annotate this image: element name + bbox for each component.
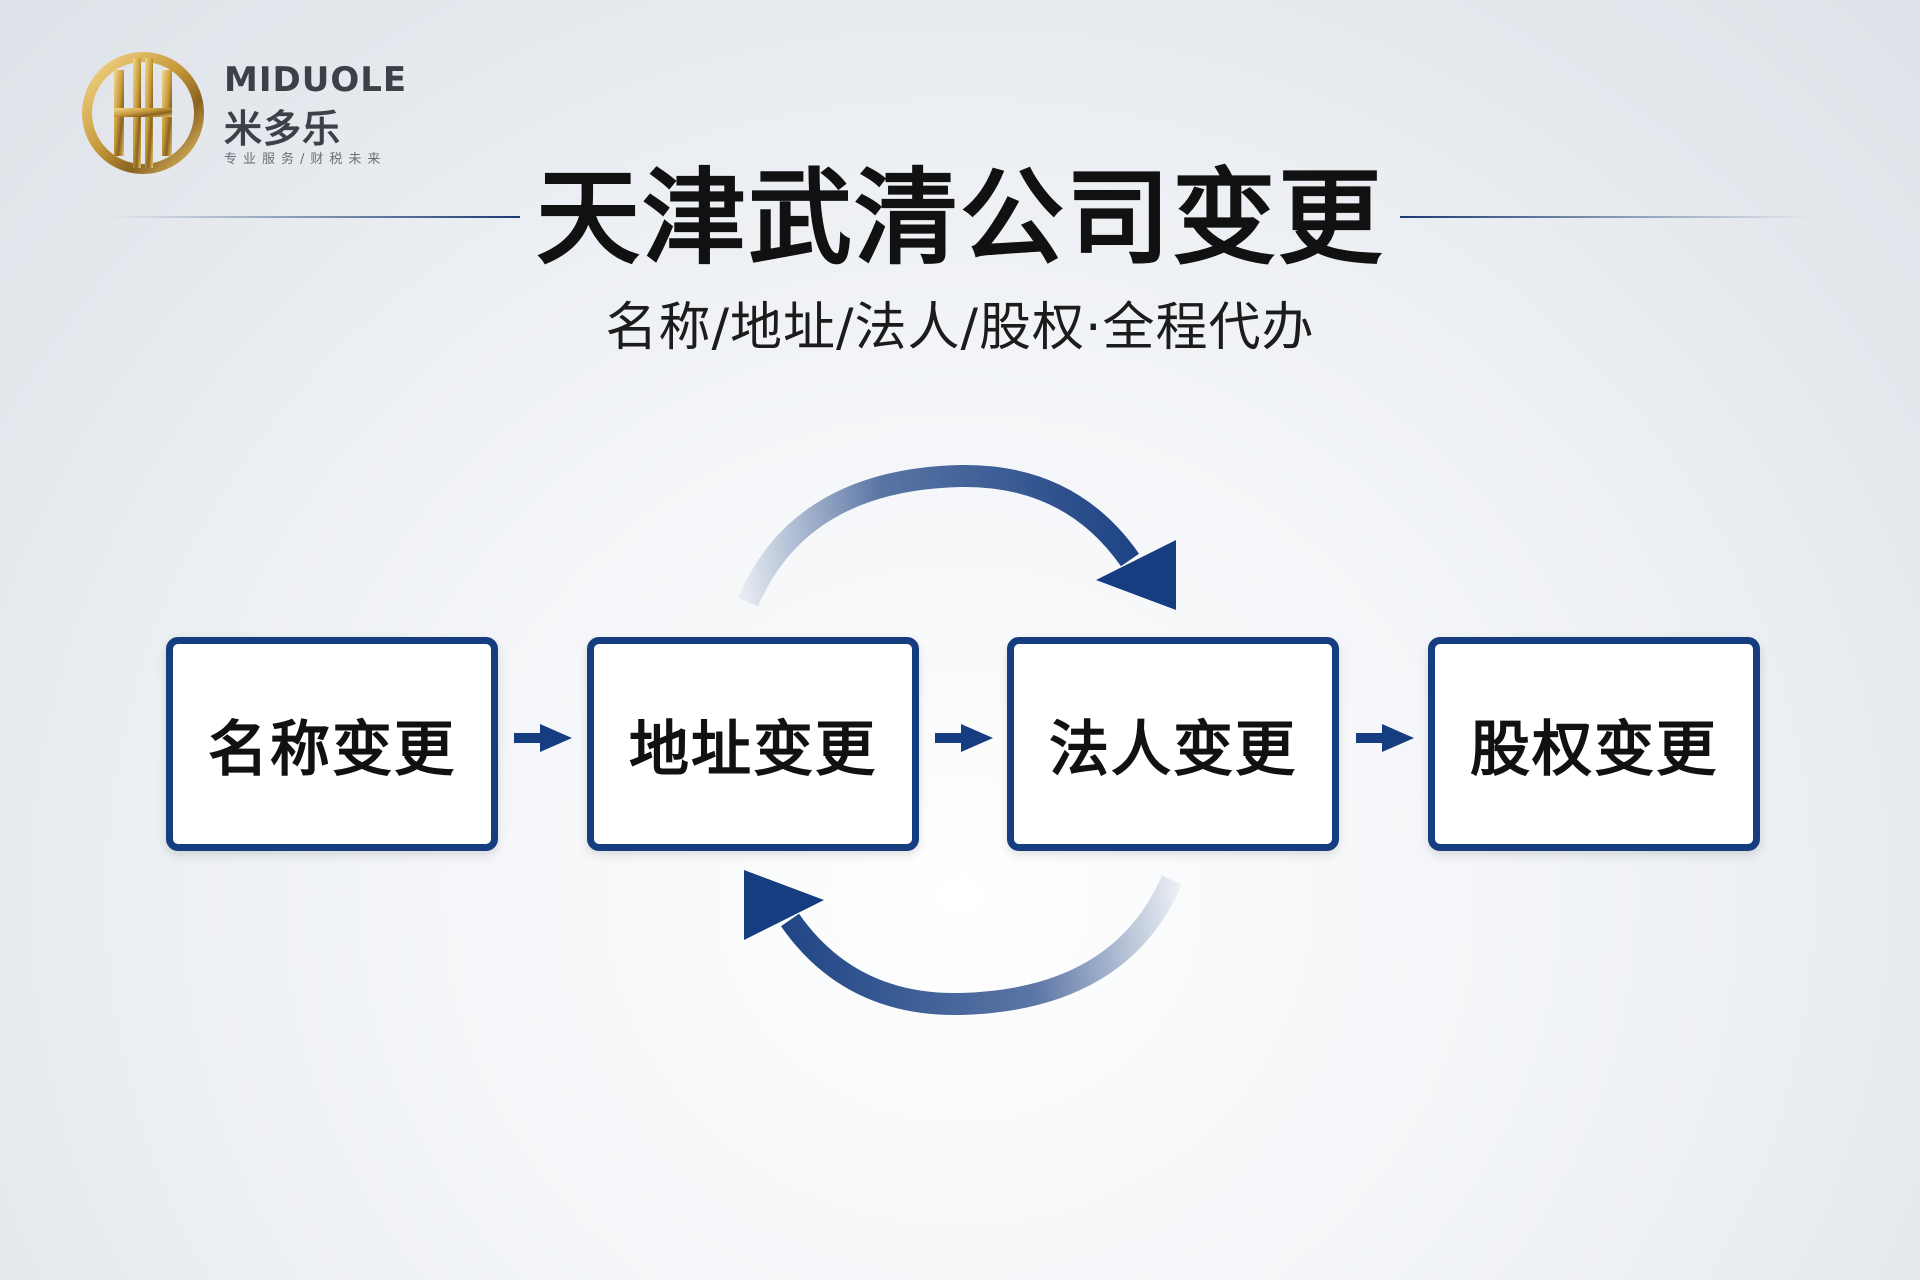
flow-step-label: 名称变更 — [208, 714, 456, 785]
flow-step-label: 股权变更 — [1470, 714, 1718, 785]
flow-step-label: 地址变更 — [629, 714, 877, 785]
flow-step-label: 法人变更 — [1049, 714, 1297, 785]
brand-logo: MIDUOLE 米多乐 专业服务/财税未来 — [78, 48, 478, 178]
flow-step-address-change: 地址变更 — [587, 637, 919, 851]
brand-slogan: 专业服务/财税未来 — [224, 152, 387, 167]
brand-name-en: MIDUOLE — [224, 60, 408, 100]
curved-arrow-clockwise-top-icon — [737, 464, 1176, 610]
title-divider-right — [1400, 216, 1810, 218]
arrow-right-icon — [1356, 724, 1414, 752]
flow-step-name-change: 名称变更 — [166, 637, 498, 851]
brand-name-cn: 米多乐 — [224, 107, 342, 151]
flow-step-legal-rep-change: 法人变更 — [1007, 637, 1339, 851]
page-title: 天津武清公司变更 — [535, 157, 1384, 279]
title-divider-left — [110, 216, 520, 218]
page-subtitle: 名称/地址/法人/股权·全程代办 — [605, 298, 1315, 358]
gold-monogram-logo-icon — [82, 52, 204, 174]
arrow-right-icon — [514, 724, 572, 752]
flow-step-equity-change: 股权变更 — [1428, 637, 1760, 851]
arrow-right-icon — [935, 724, 993, 752]
curved-arrow-clockwise-bottom-icon — [744, 870, 1183, 1016]
